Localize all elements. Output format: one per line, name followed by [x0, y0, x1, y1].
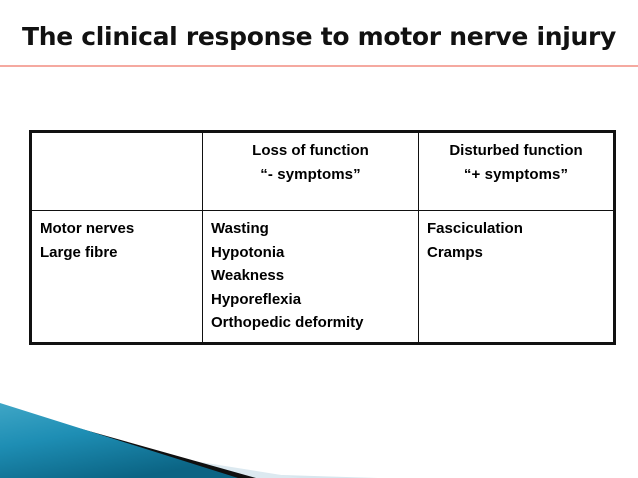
title-divider-rule [0, 65, 638, 67]
corner-ribbon-graphic [0, 403, 378, 478]
loss-item: Hypotonia [211, 243, 285, 261]
disturbed-item: Cramps [427, 243, 483, 261]
disturbed-item: Fasciculation [427, 220, 523, 238]
ribbon-black-sliver [0, 406, 256, 478]
page-title: The clinical response to motor nerve inj… [21, 22, 617, 51]
row-label-line2: Large fibre [40, 243, 118, 261]
ribbon-teal-wedge [0, 403, 238, 478]
header-cell-loss-of-function: Loss of function “- symptoms” [202, 129, 419, 212]
header-cell-empty [29, 129, 203, 212]
row-disturbed-function-cell: Fasciculation Cramps [418, 210, 616, 345]
header-disturbed-subtitle: “+ symptoms” [463, 165, 569, 183]
loss-item: Hyporeflexia [211, 290, 302, 308]
row-label-cell: Motor nerves Large fibre [29, 210, 203, 345]
loss-item: Wasting [211, 220, 269, 238]
ribbon-pale-wedge [0, 430, 300, 478]
loss-item: Orthopedic deformity [211, 314, 364, 332]
ribbon-pale-band [0, 466, 378, 478]
loss-item: Weakness [211, 267, 285, 285]
header-loss-subtitle: “- symptoms” [260, 165, 361, 183]
row-label-line1: Motor nerves [40, 220, 135, 238]
header-loss-title: Loss of function [252, 142, 369, 159]
table-header-row: Loss of function “- symptoms” Disturbed … [29, 129, 616, 212]
header-disturbed-title: Disturbed function [449, 142, 583, 159]
row-loss-of-function-cell: Wasting Hypotonia Weakness Hyporeflexia … [202, 210, 419, 345]
table-row: Motor nerves Large fibre Wasting Hypoton… [29, 210, 616, 345]
header-cell-disturbed-function: Disturbed function “+ symptoms” [418, 129, 616, 212]
clinical-response-table: Loss of function “- symptoms” Disturbed … [29, 129, 616, 345]
